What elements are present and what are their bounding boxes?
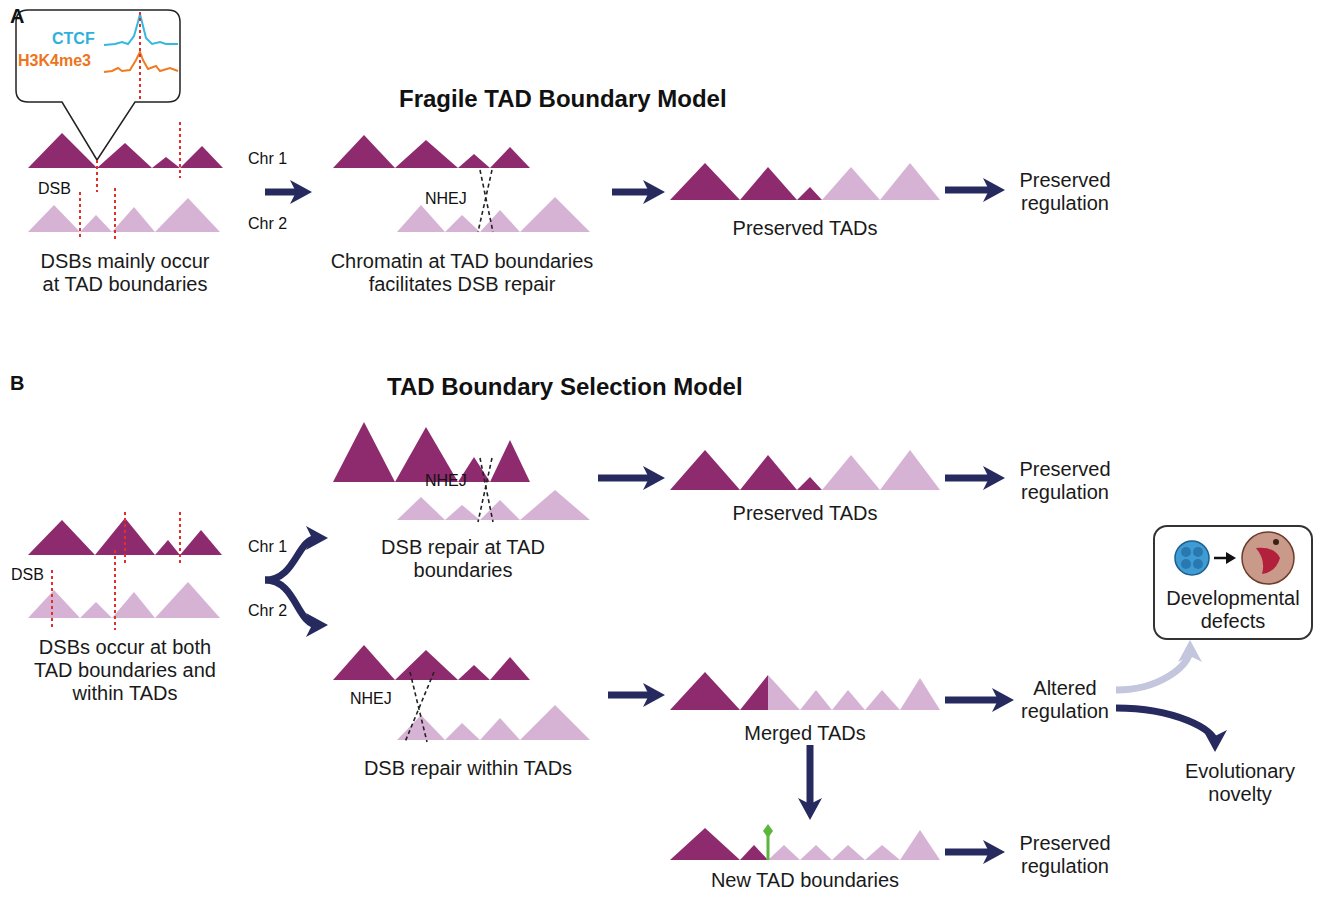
node-caption: DSBs mainly occur at TAD boundaries [32, 250, 218, 296]
flow-arrow [945, 697, 1004, 704]
flow-arrow [1116, 650, 1190, 690]
flow-arrow [945, 849, 995, 856]
node-caption: Preserved regulation [1010, 169, 1120, 215]
node-caption: Evolutionary novelty [1173, 760, 1308, 806]
figure-label: NHEJ [350, 690, 392, 708]
node-caption: DSB repair within TADs [364, 757, 572, 780]
development-icon [1175, 532, 1294, 584]
figure-label: Chr 2 [248, 602, 287, 620]
flow-arrow [608, 692, 655, 699]
panel-title: TAD Boundary Selection Model [387, 374, 743, 400]
stage-node: DSB repair at TAD boundaries [328, 412, 598, 582]
stage-node: Chromatin at TAD boundaries facilitates … [312, 128, 612, 296]
node-caption: Merged TADs [744, 722, 866, 745]
callout-balloon [16, 10, 180, 160]
stage-node: Preserved TADs [665, 150, 945, 240]
stage-node: DSBs mainly occur at TAD boundaries [10, 128, 265, 296]
node-caption: New TAD boundaries [711, 869, 899, 892]
figure-label: Chr 2 [248, 215, 287, 233]
node-caption: Preserved TADs [733, 502, 878, 525]
figure-label: DSB [38, 180, 71, 198]
node-caption: Preserved TADs [733, 217, 878, 240]
node-caption: Altered regulation [1016, 677, 1114, 723]
figure-label: CTCF [52, 30, 95, 48]
outcome-text-node: Preserved regulation [1005, 826, 1125, 884]
node-caption: Chromatin at TAD boundaries facilitates … [317, 250, 607, 296]
stage-node: Preserved TADs [665, 440, 945, 525]
stage-node: DSBs occur at both TAD boundaries and wi… [10, 505, 265, 705]
flow-arrow [612, 189, 655, 196]
figure-label: Chr 1 [248, 150, 287, 168]
flow-arrow [265, 189, 302, 196]
outcome-box: Developmental defects [1153, 525, 1313, 640]
outcome-text-node: Evolutionary novelty [1170, 752, 1310, 814]
tad-triangles [28, 122, 940, 860]
outcome-text-node: Preserved regulation [1005, 452, 1125, 510]
flow-arrow [945, 475, 995, 482]
flow-arrow [807, 745, 814, 810]
stage-node: Merged TADs [665, 670, 945, 745]
panel-letter: A [10, 5, 24, 27]
node-caption: Preserved regulation [1010, 832, 1120, 878]
figure-label: NHEJ [425, 190, 467, 208]
figure-label: H3K4me3 [18, 52, 91, 70]
flow-arrow [945, 187, 995, 194]
flow-arrow [598, 475, 655, 482]
outcome-text-node: Altered regulation [1014, 672, 1116, 728]
outcome-text-node: Preserved regulation [1005, 163, 1125, 221]
node-caption: Developmental defects [1158, 587, 1308, 633]
node-caption: Preserved regulation [1010, 458, 1120, 504]
panel-title: Fragile TAD Boundary Model [399, 86, 727, 112]
node-caption: DSBs occur at both TAD boundaries and wi… [32, 636, 218, 705]
node-caption: DSB repair at TAD boundaries [368, 536, 558, 582]
panel-letter: B [10, 372, 24, 394]
figure-label: NHEJ [425, 472, 467, 490]
stage-node: New TAD boundaries [665, 820, 945, 892]
figure-label: Chr 1 [248, 538, 287, 556]
figure-label: DSB [11, 566, 44, 584]
flow-arrow [1116, 708, 1215, 742]
